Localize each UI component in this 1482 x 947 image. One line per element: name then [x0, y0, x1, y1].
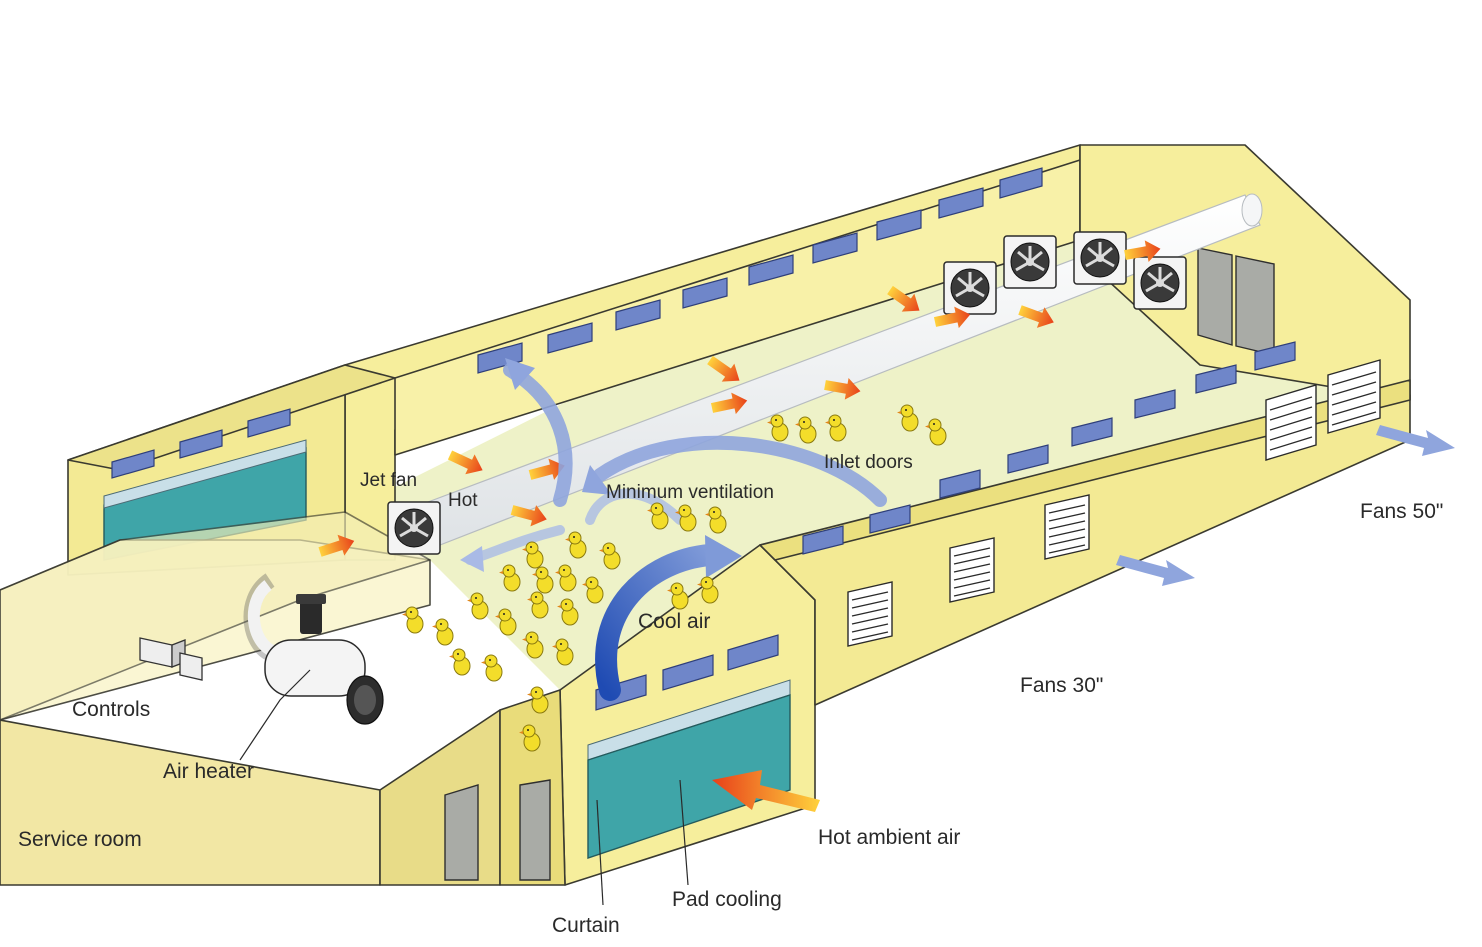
label-cool-air: Cool air [638, 610, 710, 633]
service-room-side [379, 709, 501, 886]
label-minimum-ventilation: Minimum ventilation [606, 482, 774, 503]
label-controls: Controls [72, 698, 150, 721]
pad-cooling-panel [587, 679, 791, 859]
minimum-ventilation-airflow [460, 358, 887, 572]
jet-fan-icon [386, 500, 442, 556]
controls-box-icon [139, 637, 203, 681]
label-jet-fan: Jet fan [360, 470, 417, 491]
label-hot: Hot [448, 490, 478, 511]
left-section-top [67, 364, 396, 471]
fan-icon [1132, 255, 1188, 311]
fan-icon [1072, 230, 1128, 286]
label-fans-50: Fans 50" [1360, 500, 1443, 523]
exhaust-arrows [1116, 425, 1455, 586]
long-side-wall-upper [759, 379, 1411, 561]
service-room-front [0, 719, 381, 886]
fan-icon [942, 260, 998, 316]
front-wall-vents [595, 634, 779, 711]
back-wall-inlet-vents [477, 167, 1043, 374]
leader-lines [239, 669, 689, 906]
side-wall-inlet-doors [802, 341, 1296, 555]
cool-air-arrow-icon [595, 535, 742, 701]
service-room-door [444, 784, 479, 881]
label-air-heater: Air heater [163, 760, 254, 783]
hot-ambient-air-arrow [712, 770, 820, 812]
label-fans-30: Fans 30" [1020, 674, 1103, 697]
label-hot-ambient-air: Hot ambient air [818, 826, 960, 849]
end-wall-doors [1197, 247, 1275, 356]
left-pad-cooling [103, 439, 307, 561]
fan-icon [1002, 234, 1058, 290]
service-room-roof [0, 511, 431, 721]
label-pad-cooling: Pad cooling [672, 888, 782, 911]
label-service-room: Service room [18, 828, 142, 851]
label-curtain: Curtain [552, 914, 620, 937]
front-door [519, 779, 551, 881]
side-wall-fans-30 [847, 494, 1090, 647]
end-wall-fans-50 [1265, 359, 1381, 461]
air-heater-icon [243, 573, 384, 725]
label-inlet-doors: Inlet doors [824, 452, 913, 473]
left-section-vents [111, 408, 291, 479]
